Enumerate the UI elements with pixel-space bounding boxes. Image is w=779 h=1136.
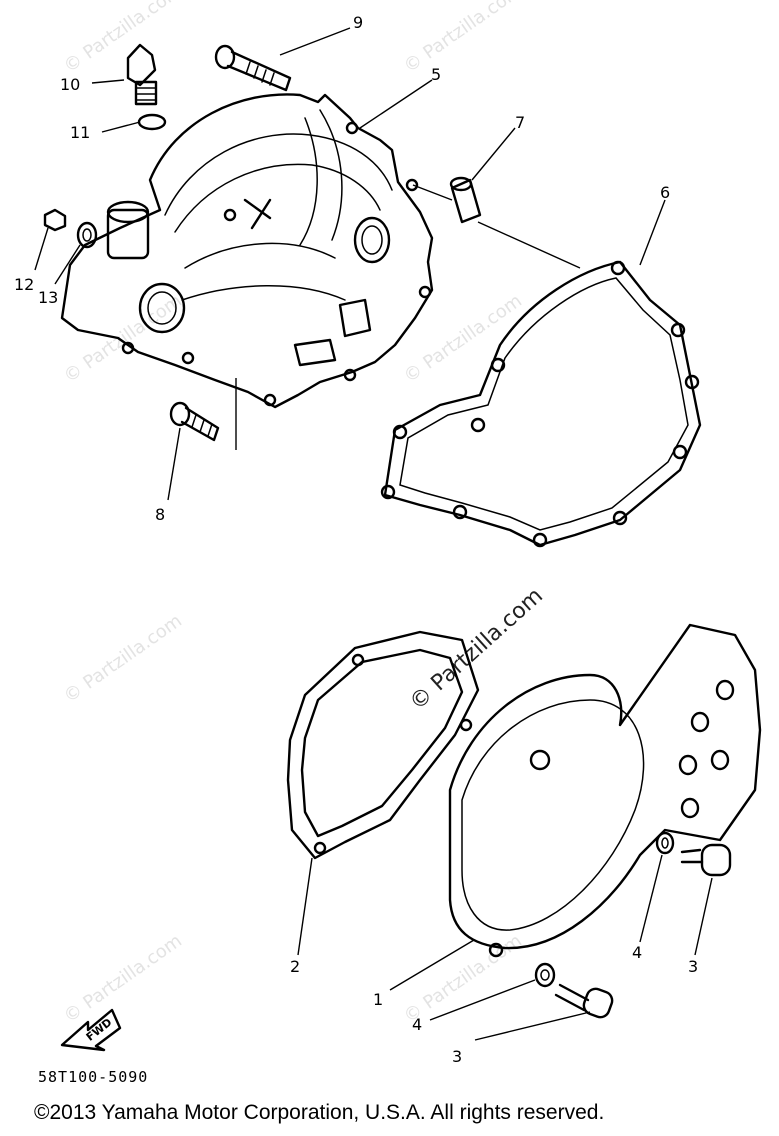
diagram-code: 58T100-5090 [38, 1068, 149, 1086]
callout-2: 2 [290, 957, 300, 976]
washer-part-4-lower [534, 962, 556, 988]
callout-6: 6 [660, 183, 670, 202]
forward-arrow-icon: FWD [60, 1008, 122, 1052]
crankcase-cover-part-5 [60, 93, 434, 409]
o-ring-part-11 [137, 113, 167, 131]
callout-10: 10 [60, 75, 80, 94]
bolt-part-3-upper [680, 843, 732, 877]
callout-11: 11 [70, 123, 90, 142]
callout-12: 12 [14, 275, 34, 294]
bolt-part-8 [169, 401, 220, 442]
crankcase-cover-part-1 [448, 623, 762, 958]
washer-part-4-upper [655, 831, 675, 855]
gasket-part-2 [286, 630, 480, 860]
bolt-part-3-lower [554, 983, 614, 1019]
washer-part-13 [76, 221, 98, 249]
callout-1: 1 [373, 990, 383, 1009]
callout-3-lower: 3 [452, 1047, 462, 1066]
bolt-part-12 [43, 208, 67, 232]
dowel-pin-part-7 [449, 176, 482, 224]
copyright-text: ©2013 Yamaha Motor Corporation, U.S.A. A… [34, 1101, 605, 1124]
callout-7: 7 [515, 113, 525, 132]
leader-lines [34, 27, 713, 1041]
callout-4-upper: 4 [632, 943, 642, 962]
callout-5: 5 [431, 65, 441, 84]
callout-4-lower: 4 [412, 1015, 422, 1034]
callout-8: 8 [155, 505, 165, 524]
callouts: 9 10 11 5 7 6 12 13 8 2 1 4 3 4 3 [14, 13, 698, 1066]
bolt-part-9 [214, 44, 292, 92]
callout-13: 13 [38, 288, 58, 307]
plug-part-10 [126, 43, 158, 106]
callout-3-upper: 3 [688, 957, 698, 976]
callout-9: 9 [353, 13, 363, 32]
gasket-part-6 [380, 260, 702, 548]
